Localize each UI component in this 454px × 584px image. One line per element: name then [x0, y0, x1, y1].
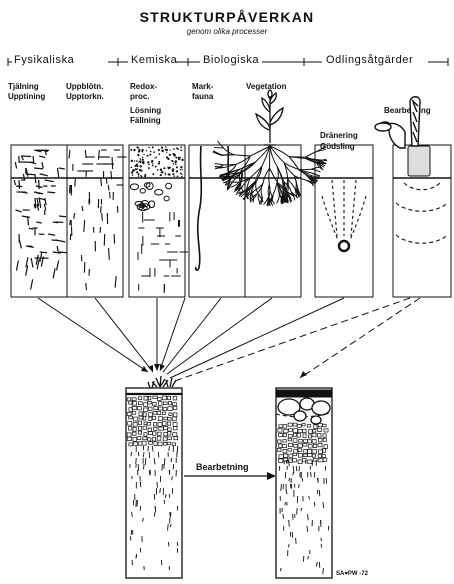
category-divider-line: [8, 58, 448, 66]
tillage-diagram: [396, 146, 448, 243]
converging-arrows: [38, 298, 420, 382]
column-vegetation: [245, 145, 301, 297]
plant-roots: [213, 141, 327, 206]
aggregate-texture-right: [278, 423, 329, 574]
plant-icon: [256, 90, 283, 145]
wetting-drying-texture: [69, 150, 127, 290]
drain-pipe-icon: [339, 241, 349, 251]
aggregate-texture-left: [127, 396, 178, 570]
frost-crack-texture: [14, 150, 67, 289]
column-upploten: [67, 145, 123, 297]
tillage-tool-icon: [375, 97, 420, 148]
redox-aggregate-texture: [130, 146, 188, 292]
column-tjalning: [11, 145, 67, 297]
top-soil-columns: [11, 145, 451, 297]
column-dranering: [315, 145, 373, 297]
drainage-diagram: [322, 180, 366, 251]
clod-stones: [278, 398, 330, 424]
tillage-arrow: [184, 472, 276, 480]
grass-tufts-icon: [148, 376, 176, 388]
